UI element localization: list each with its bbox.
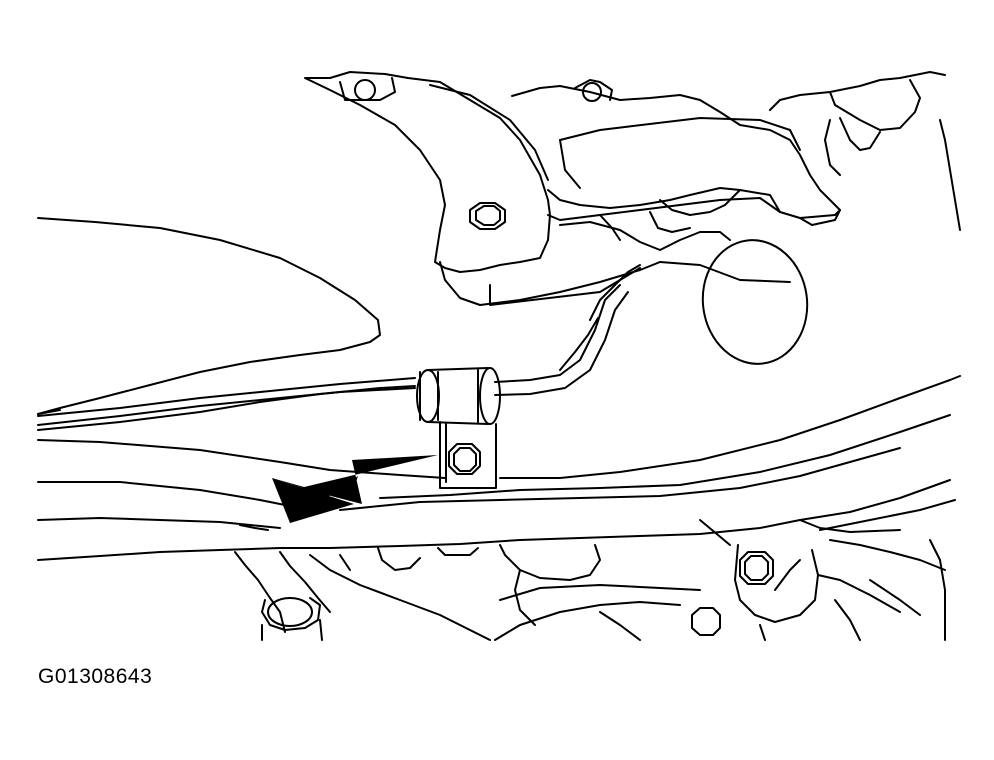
- crossmember: [37, 261, 961, 561]
- figure-id-label: G01308643: [38, 665, 153, 688]
- stabilizer-bar: [37, 284, 629, 426]
- bracket-bolt[interactable]: [448, 443, 481, 475]
- stabilizer-bushing[interactable]: [416, 367, 501, 425]
- lower-components: [234, 519, 946, 641]
- upper-bolt: [469, 202, 506, 230]
- splash-shield-panel: [37, 217, 416, 431]
- right-frame-edge: [819, 119, 961, 531]
- upper-body-structure: [304, 71, 946, 273]
- bushing-clamp-bracket[interactable]: [439, 421, 497, 489]
- callout-arrow: [272, 455, 438, 523]
